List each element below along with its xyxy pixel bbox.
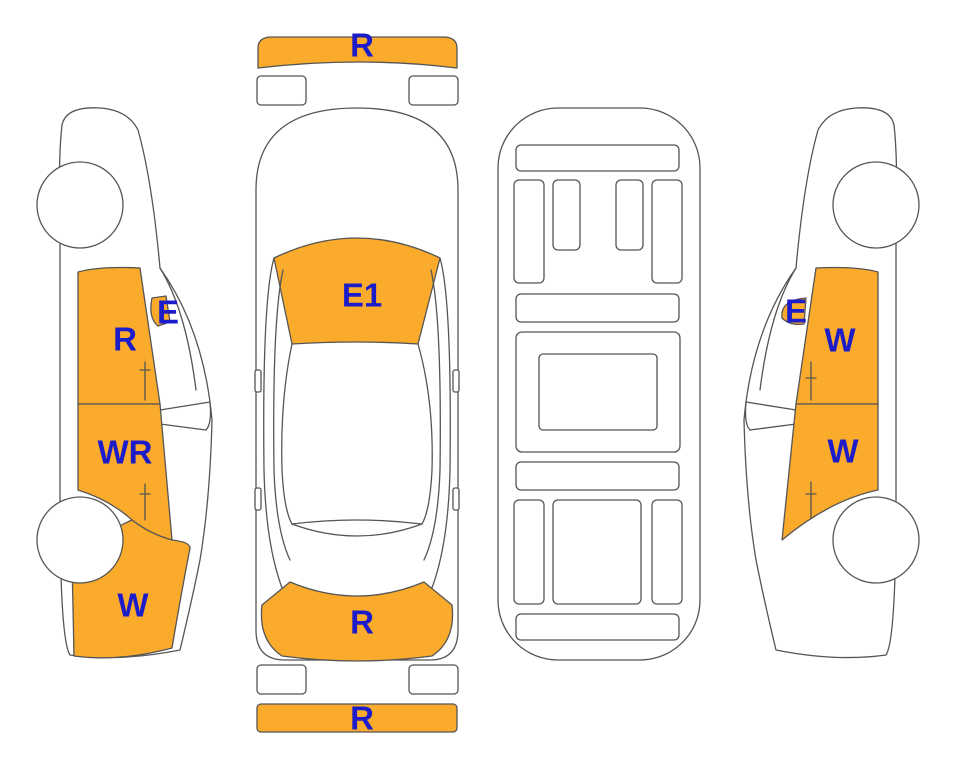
- right-rear-wheel: [832, 496, 920, 584]
- left-window-line: [159, 267, 197, 391]
- left-front-fender-small[interactable]: [150, 295, 171, 327]
- front-bumper-panel[interactable]: [257, 36, 458, 69]
- right-door-handle: [452, 487, 460, 511]
- left-rear-handle: [139, 483, 151, 521]
- right-front-door-panel[interactable]: [795, 266, 879, 405]
- trunk-label: R: [350, 604, 374, 641]
- rear-window-line: [291, 523, 423, 537]
- underside-part: [513, 499, 545, 605]
- underside-part: [615, 179, 644, 251]
- rear-bumper-panel[interactable]: [256, 703, 458, 733]
- right-front-door-label: W: [824, 322, 856, 359]
- front-left-light: [256, 75, 307, 106]
- right-front-fender-small[interactable]: [781, 297, 807, 326]
- top-left-body-line: [263, 257, 291, 607]
- top-view: R E1 R R: [254, 27, 460, 737]
- rear-right-light: [408, 664, 459, 695]
- left-rear-door-label: WR: [98, 434, 153, 471]
- rear-left-light: [256, 664, 307, 695]
- right-rear-handle: [805, 481, 817, 519]
- right-side-view: E W W: [743, 107, 920, 659]
- left-front-handle: [139, 361, 151, 401]
- underside-view: [497, 107, 701, 661]
- front-right-light: [408, 75, 459, 106]
- underside-part: [651, 499, 683, 605]
- right-front-wheel: [832, 161, 920, 249]
- underside-part: [538, 353, 658, 431]
- underside-part: [513, 179, 545, 284]
- underside-part: [651, 179, 683, 284]
- roof-outline: [281, 343, 433, 525]
- right-mirror: [452, 369, 460, 393]
- underside-part: [515, 293, 680, 323]
- right-rear-door-label: W: [827, 433, 859, 470]
- rear-bumper-label: R: [350, 700, 374, 737]
- underside-part: [552, 499, 642, 605]
- left-front-door-label: R: [113, 321, 137, 358]
- top-body-outline: [255, 107, 459, 661]
- top-right-inner-line: [423, 269, 441, 561]
- trunk-panel[interactable]: [260, 581, 454, 662]
- top-right-body-line: [423, 257, 451, 607]
- front-bumper-label: R: [350, 27, 374, 64]
- left-mirror: [254, 369, 262, 393]
- underside-part: [515, 613, 680, 641]
- left-side-view: E R WR W: [36, 107, 213, 659]
- left-rear-wheel: [36, 496, 124, 584]
- left-mirror-outline: [159, 401, 212, 431]
- left-rear-quarter-label: W: [117, 587, 149, 624]
- underside-part: [515, 461, 680, 491]
- right-mirror-outline: [744, 401, 797, 431]
- right-rear-door-panel[interactable]: [781, 403, 879, 541]
- right-window-line: [759, 267, 797, 391]
- top-left-inner-line: [273, 269, 291, 561]
- right-front-fender-label: E: [785, 293, 807, 330]
- left-door-handle: [254, 487, 262, 511]
- left-front-wheel: [36, 161, 124, 249]
- underside-part: [515, 144, 680, 172]
- left-front-fender-label: E: [157, 294, 179, 331]
- underside-part: [552, 179, 581, 251]
- hood-label: E1: [342, 277, 382, 314]
- right-front-handle: [805, 361, 817, 401]
